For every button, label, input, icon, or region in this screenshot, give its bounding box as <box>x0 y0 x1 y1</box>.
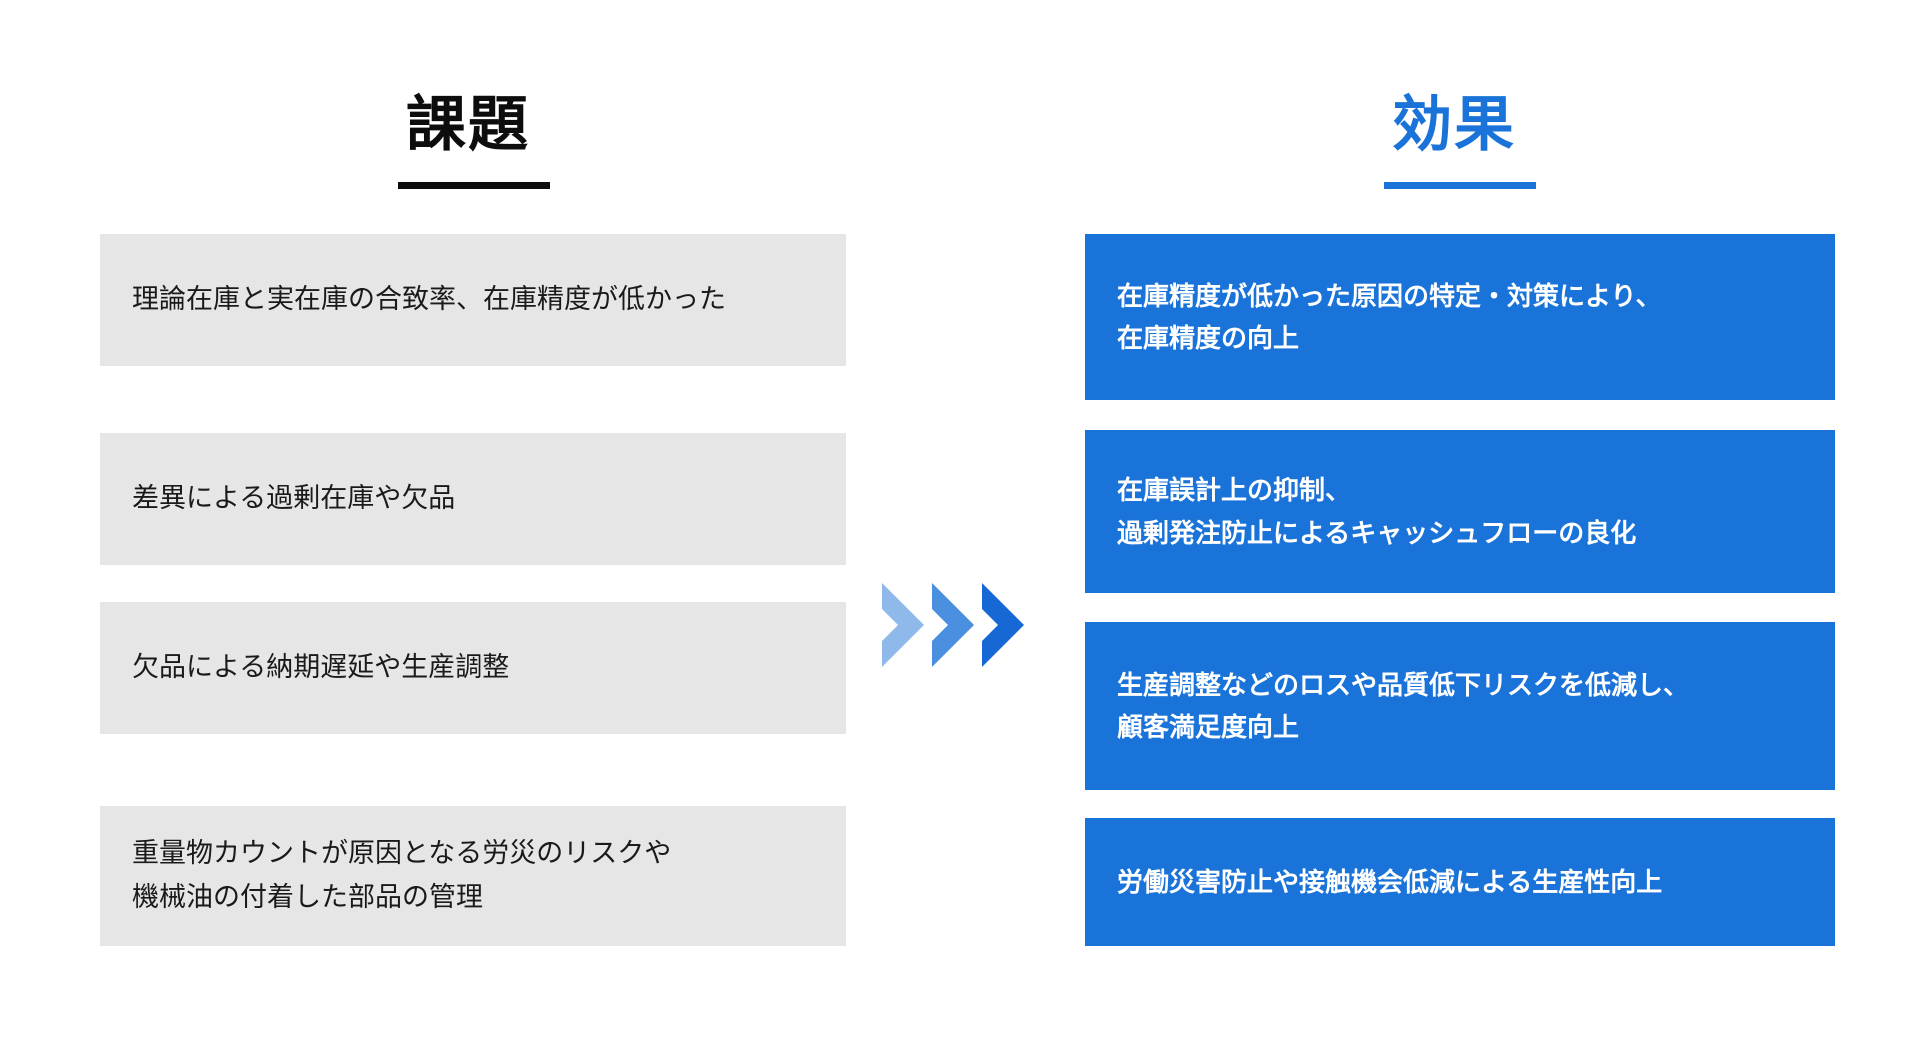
effect-card-2: 在庫誤計上の抑制、 過剰発注防止によるキャッシュフローの良化 <box>1085 430 1835 593</box>
challenge-card-2: 差異による過剰在庫や欠品 <box>100 433 846 565</box>
effect-card-1-text: 在庫精度が低かった原因の特定・対策により、 在庫精度の向上 <box>1117 280 1662 353</box>
challenge-card-4-text: 重量物カウントが原因となる労災のリスクや 機械油の付着した部品の管理 <box>132 838 672 912</box>
effect-card-4: 労働災害防止や接触機会低減による生産性向上 <box>1085 818 1835 946</box>
effect-card-4-text: 労働災害防止や接触機会低減による生産性向上 <box>1117 866 1663 897</box>
challenge-title-underline <box>398 182 550 189</box>
challenge-card-3: 欠品による納期遅延や生産調整 <box>100 602 846 734</box>
effect-card-3-text: 生産調整などのロスや品質低下リスクを低減し、 顧客満足度向上 <box>1117 669 1690 742</box>
challenge-card-4: 重量物カウントが原因となる労災のリスクや 機械油の付着した部品の管理 <box>100 806 846 946</box>
challenge-card-1-text: 理論在庫と実在庫の合致率、在庫精度が低かった <box>132 284 726 315</box>
chevron-right-icon-dark <box>978 583 1024 667</box>
challenge-column: 理論在庫と実在庫の合致率、在庫精度が低かった 差異による過剰在庫や欠品 欠品によ… <box>100 234 846 946</box>
chevron-right-icon-light <box>878 583 924 667</box>
effect-card-3: 生産調整などのロスや品質低下リスクを低減し、 顧客満足度向上 <box>1085 622 1835 790</box>
effect-card-2-text: 在庫誤計上の抑制、 過剰発注防止によるキャッシュフローの良化 <box>1117 475 1637 548</box>
page-title-effect: 効果 <box>1392 91 1516 158</box>
effect-title-underline <box>1384 182 1536 189</box>
effect-card-1: 在庫精度が低かった原因の特定・対策により、 在庫精度の向上 <box>1085 234 1835 400</box>
triple-chevron-right-icon-group <box>878 583 1058 667</box>
chevron-right-icon-medium <box>928 583 974 667</box>
challenge-card-2-text: 差異による過剰在庫や欠品 <box>132 483 456 514</box>
effect-column: 在庫精度が低かった原因の特定・対策により、 在庫精度の向上 在庫誤計上の抑制、 … <box>1085 234 1835 946</box>
page-title-challenge: 課題 <box>406 91 530 158</box>
challenge-card-1: 理論在庫と実在庫の合致率、在庫精度が低かった <box>100 234 846 366</box>
challenge-card-3-text: 欠品による納期遅延や生産調整 <box>132 652 510 683</box>
